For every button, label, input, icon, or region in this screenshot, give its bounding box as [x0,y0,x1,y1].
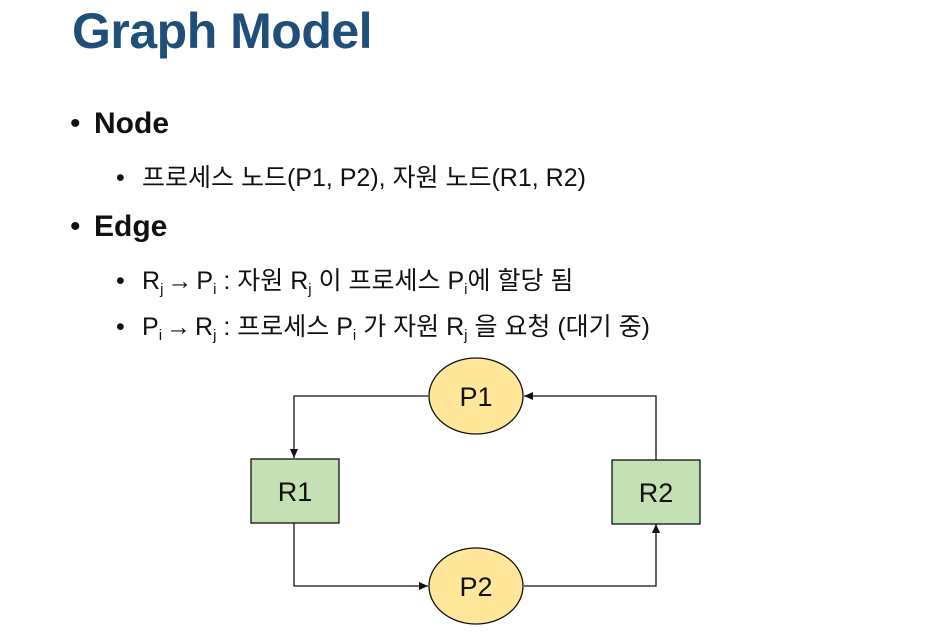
edge-desc: : 자원 Rj 이 프로세스 Pi에 할당 됨 [216,267,574,298]
bullet-dot: • [116,313,125,341]
right-arrow-icon: → [167,267,193,295]
process-node-p2-label: P2 [459,572,492,602]
process-node-p1 [428,357,524,435]
edge-p2-to-r2 [524,524,660,587]
bullet-dot: • [116,267,125,295]
page-title: Graph Model [72,3,373,59]
bullet-node-label: Node [94,107,169,140]
right-arrow-icon: → [166,313,192,341]
edge-desc: : 프로세스 Pi 가 자원 Rj 을 요청 (대기 중) [216,313,650,344]
edge-r1-to-p2 [293,523,428,590]
bullet-dot: • [70,210,81,243]
edge-r2-to-p1 [524,392,657,460]
bullet-dot: • [70,107,81,140]
bullet-dot: • [116,164,125,192]
edge-to: Pi [196,267,217,298]
edge-to: Rj [195,313,217,344]
edge-from: Rj [142,267,164,298]
resource-node-r2-label: R2 [639,478,674,508]
bullet-edge: • Edge [70,210,167,244]
bullet-node: • Node [70,107,169,141]
resource-node-r2 [611,459,701,525]
edge-p1-to-r1 [290,395,428,458]
bullet-node-detail: • 프로세스 노드(P1, P2), 자원 노드(R1, R2) [116,158,586,194]
bullet-edge-assign: • Rj→Pi : 자원 Rj 이 프로세스 Pi에 할당 됨 [116,261,573,297]
resource-node-r1-label: R1 [278,477,313,507]
resource-node-r1 [250,458,340,524]
bullet-edge-request: • Pi→Rj : 프로세스 Pi 가 자원 Rj 을 요청 (대기 중) [116,307,650,343]
process-node-p2 [428,547,524,625]
bullet-edge-label: Edge [94,210,168,243]
edge-from: Pi [142,313,163,344]
process-node-p1-label: P1 [459,382,492,412]
bullet-node-detail-text: 프로세스 노드(P1, P2), 자원 노드(R1, R2) [142,164,586,192]
